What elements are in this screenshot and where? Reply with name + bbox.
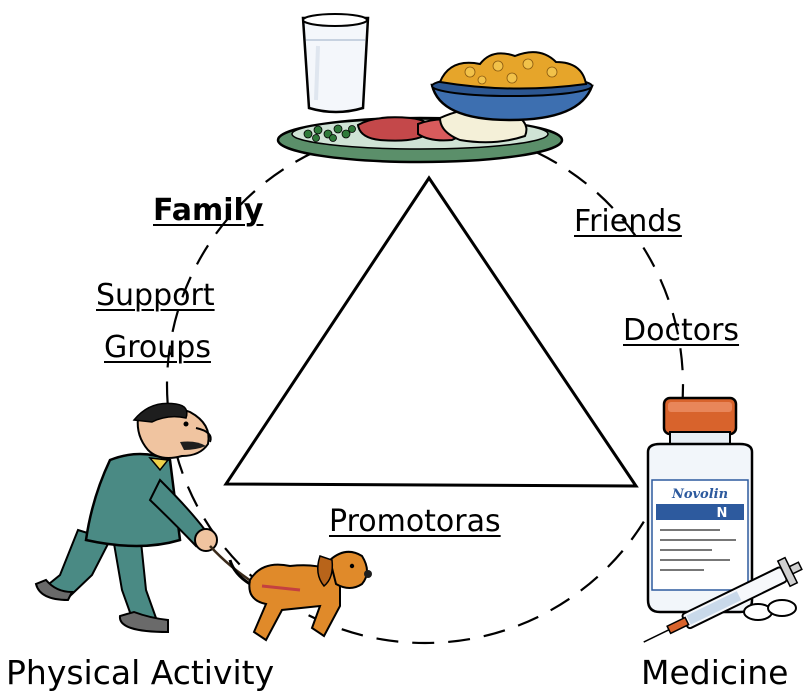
medicine-bottle-syringe-illustration: Novolin N — [643, 396, 803, 643]
medicine-letter-text: N — [717, 506, 728, 521]
healthy-meal-illustration — [276, 13, 594, 164]
family-label: Family — [153, 193, 264, 228]
center-triangle — [223, 175, 639, 488]
friends-label: Friends — [574, 204, 682, 239]
dashed-support-circle — [165, 125, 685, 645]
doctors-label: Doctors — [623, 313, 740, 348]
promotoras-label: Promotoras — [329, 504, 501, 539]
support-groups-label-line1: Support — [96, 278, 215, 313]
support-groups-label-line2: Groups — [104, 330, 211, 365]
medicine-brand-text: Novolin — [671, 487, 728, 502]
man-walking-dog-illustration — [34, 402, 372, 642]
physical-activity-label: Physical Activity — [6, 653, 275, 692]
medicine-label: Medicine — [641, 653, 789, 692]
